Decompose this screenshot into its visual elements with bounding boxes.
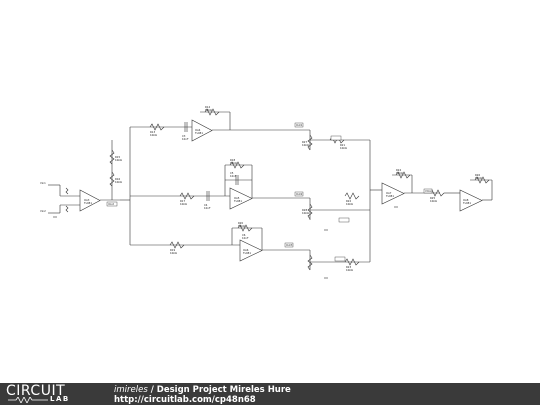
schematic-canvas: OA3 TL081 OA4 TL081 OA5 TL081 OA6 TL081 … [40,105,493,279]
opamp-oa8-model: TL081 [463,201,471,205]
resistor-value: 10kΩ [115,180,122,184]
opamp-oa3-ref: OA3 [84,198,90,202]
resistor-label: R27 [302,140,307,144]
resistor-value: 10kΩ [205,108,212,112]
resistor-value: 10kΩ [180,202,187,206]
resistor-value: 10kΩ [238,224,245,228]
capacitor-value: 10nF [242,236,249,240]
footer-bar: CIRCUIT LAB imireles / Design Project Mi… [0,383,540,405]
net-label-vin2: Vin2 [40,209,46,213]
opamp-oa5-ref: OA5 [234,196,240,200]
circuitlab-logo-lab: LAB [50,395,70,403]
capacitor-label: C5 [230,171,234,175]
opamp-oa3 [79,189,101,212]
resistor-label: R15 [115,155,120,159]
resistor-label: R18 [230,158,235,162]
resistor-label: R13 [150,130,155,134]
resistor-value: 10kΩ [170,251,177,255]
resistor-value: 10kΩ [150,133,157,137]
opamp-oa5 [229,187,253,210]
resistor-value: 10kΩ [340,146,347,150]
resistor-label: R24 [396,168,401,172]
circuit-title-line: imireles / Design Project Mireles Hure [114,385,291,395]
resistor-label: R26 [475,173,480,177]
resistor-label: R17 [180,199,185,203]
resistor-value: 10kΩ [302,211,309,215]
author-link[interactable]: imireles [114,385,148,395]
net-label-vout: Vout [108,202,114,206]
resistor-label: R25 [430,196,435,200]
resistor-value: 10kΩ [115,158,122,162]
resistor-label: R14 [205,105,210,109]
opamp-oa5-model: TL081 [234,199,242,203]
circuit-title: Design Project Mireles Hure [156,385,291,395]
capacitor-label: C3 [182,134,186,138]
opamp-oa6-model: TL081 [243,251,251,255]
opamp-oa8 [459,189,483,212]
opamp-oa4 [191,119,213,142]
resistor-label: R21 [340,143,345,147]
resistor-label: R23 [346,265,351,269]
capacitor-value: 10nF [230,174,237,178]
resistor-value: 10kΩ [396,171,403,175]
opamp-oa7-ref: OA7 [386,191,392,195]
resistor-label: R19 [170,248,175,252]
opamp-oa6 [239,239,263,262]
net-label-vmix: Vmix [425,189,432,193]
resistor-label: R28 [302,208,307,212]
resistor-label: R16 [115,177,120,181]
net-label-out1: Out1 [296,123,303,127]
opamp-oa4-ref: OA4 [195,128,201,132]
net-label-vin1: Vin1 [40,181,46,185]
circuitlab-logo[interactable]: CIRCUIT [6,383,66,399]
capacitor-label: C4 [204,203,208,207]
resistor-value: 10kΩ [230,161,237,165]
title-separator: / [147,385,157,395]
resistor-value: 10kΩ [475,176,482,180]
net-label-out2: Out2 [296,192,303,196]
opamp-oa3-model: TL081 [84,201,92,205]
opamp-oa7 [381,182,405,205]
resistor-label: R20 [238,221,243,225]
opamp-oa6-ref: OA6 [243,248,249,252]
circuit-url[interactable]: http://circuitlab.com/cp48n68 [114,395,256,405]
resistor-label: R22 [346,199,351,203]
resistor-value: 10kΩ [346,268,353,272]
net-label-out3: Out3 [286,243,293,247]
capacitor-value: 10nF [182,137,189,141]
opamp-oa7-model: TL081 [386,194,394,198]
resistor-value: 10kΩ [346,202,353,206]
capacitor-value: 10nF [204,206,211,210]
capacitor-label: C6 [242,233,246,237]
resistor-value: 10kΩ [430,199,437,203]
resistor-value: 10kΩ [302,143,309,147]
opamp-oa4-model: TL081 [195,131,203,135]
opamp-oa8-ref: OA8 [463,198,469,202]
resistor-logo-icon [8,397,48,403]
